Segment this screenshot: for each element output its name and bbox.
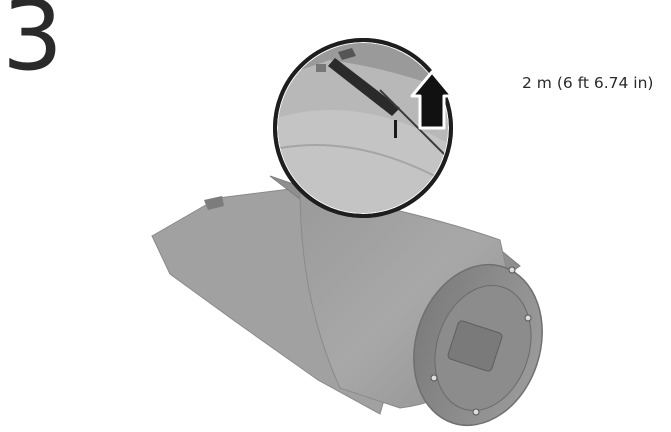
up-arrow-icon	[410, 70, 454, 130]
paper-roll	[151, 175, 543, 427]
magnify-circle	[273, 38, 453, 218]
step-number: 3	[2, 0, 63, 92]
measurement-label: 2 m (6 ft 6.74 in)	[522, 74, 654, 92]
